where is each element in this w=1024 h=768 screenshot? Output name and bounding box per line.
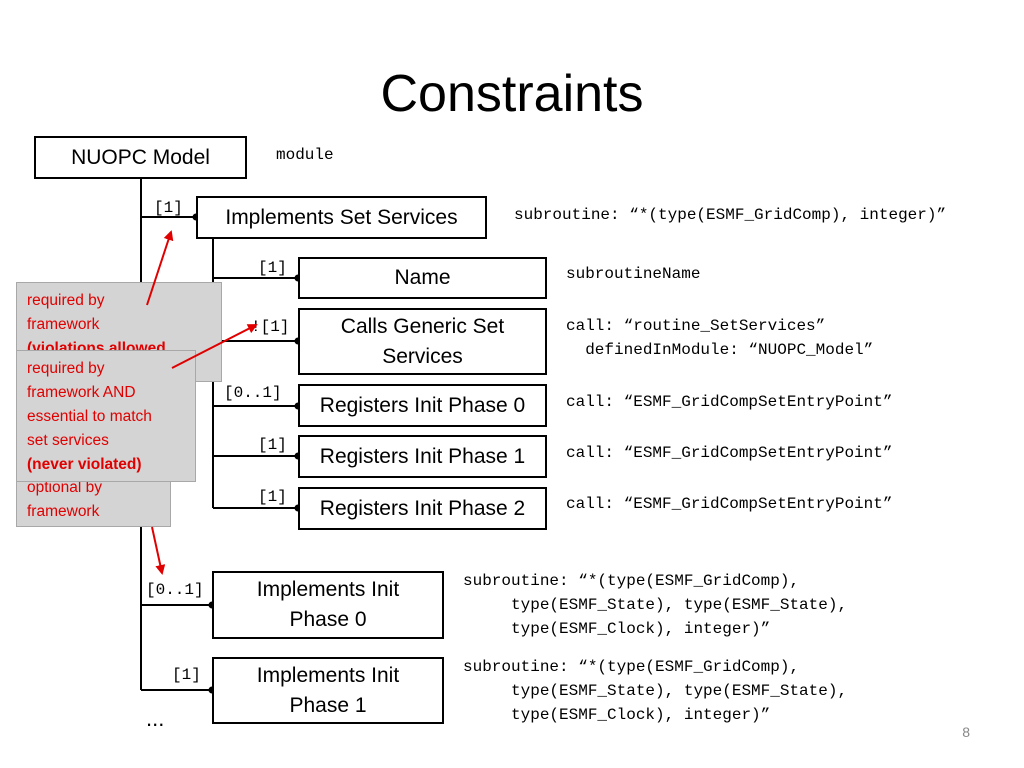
- mult-init-phase-1: [1]: [258, 436, 287, 454]
- node-implements-init-0-label-1: Implements Init: [256, 578, 400, 601]
- spec-registers-init-phase-0: call: “ESMF_GridCompSetEntryPoint”: [566, 393, 893, 411]
- arrow-required-to-set-services: [146, 230, 174, 306]
- legend-required-line1: required by: [27, 292, 105, 309]
- legend-optional-line1: optional by: [27, 479, 102, 496]
- node-name-label: Name: [394, 266, 451, 289]
- node-implements-init-0-label-2: Phase 0: [289, 608, 367, 631]
- spec-implements-init-1-1: subroutine: “*(type(ESMF_GridComp),: [463, 658, 800, 676]
- node-implements-set-services-label: Implements Set Services: [225, 205, 458, 229]
- slide-title: Constraints: [380, 65, 644, 123]
- node-registers-init-phase-2: Registers Init Phase 2: [298, 487, 547, 530]
- node-implements-init-1-label-2: Phase 1: [289, 693, 367, 717]
- spec-calls-generic-2: definedInModule: “NUOPC_Model”: [566, 341, 874, 359]
- spec-implements-init-1-2: type(ESMF_State), type(ESMF_State),: [463, 682, 848, 700]
- legend-essential-line4: set services: [27, 432, 109, 449]
- node-registers-init-phase-0: Registers Init Phase 0: [298, 384, 547, 427]
- mult-init-phase-0: [0..1]: [224, 384, 282, 402]
- mult-set-services: [1]: [154, 199, 183, 217]
- page-number: 8: [962, 724, 970, 740]
- spec-registers-init-phase-1: call: “ESMF_GridCompSetEntryPoint”: [566, 444, 893, 462]
- legend-essential-line5: (never violated): [27, 456, 142, 473]
- mult-implements-init-0: [0..1]: [146, 581, 204, 599]
- spec-calls-generic-1: call: “routine_SetServices”: [566, 317, 826, 335]
- node-nuopc-model: NUOPC Model: [34, 136, 247, 179]
- mult-implements-init-1: [1]: [172, 666, 201, 684]
- root-kind: module: [276, 146, 334, 164]
- node-registers-init-phase-0-label: Registers Init Phase 0: [319, 393, 526, 417]
- legend-required-line2: framework: [27, 316, 100, 333]
- spec-implements-init-0-1: subroutine: “*(type(ESMF_GridComp),: [463, 572, 800, 590]
- legend-card-required-essential: required by framework AND essential to m…: [16, 350, 196, 482]
- spec-set-services: subroutine: “*(type(ESMF_GridComp), inte…: [514, 206, 947, 224]
- arrow-essential-to-calls-generic: [171, 324, 258, 369]
- ellipsis: ...: [146, 706, 165, 731]
- node-implements-init-phase-0: Implements Init Phase 0: [212, 571, 444, 639]
- spec-registers-init-phase-2: call: “ESMF_GridCompSetEntryPoint”: [566, 495, 893, 513]
- node-calls-generic-set-services: Calls Generic Set Services: [298, 308, 547, 375]
- node-registers-init-phase-2-label: Registers Init Phase 2: [319, 496, 526, 520]
- node-calls-generic-label-2: Services: [382, 344, 463, 368]
- node-name: Name: [298, 257, 547, 299]
- legend-optional-line2: framework: [27, 503, 100, 520]
- legend-essential-line1: required by: [27, 360, 105, 377]
- node-nuopc-model-label: NUOPC Model: [71, 145, 210, 169]
- legend-essential-line3: essential to match: [27, 408, 152, 425]
- legend-essential-line2: framework AND: [27, 384, 136, 401]
- mult-init-phase-2: [1]: [258, 488, 287, 506]
- spec-implements-init-1-3: type(ESMF_Clock), integer)”: [463, 706, 771, 724]
- node-implements-init-phase-1: Implements Init Phase 1: [212, 657, 444, 724]
- node-registers-init-phase-1: Registers Init Phase 1: [298, 435, 547, 478]
- mult-calls-generic: ![1]: [251, 318, 290, 336]
- mult-name: [1]: [258, 259, 287, 277]
- spec-implements-init-0-3: type(ESMF_Clock), integer)”: [463, 620, 771, 638]
- node-registers-init-phase-1-label: Registers Init Phase 1: [319, 444, 526, 468]
- node-implements-set-services: Implements Set Services: [196, 196, 487, 239]
- node-calls-generic-label-1: Calls Generic Set: [340, 314, 505, 338]
- spec-name: subroutineName: [566, 265, 701, 283]
- arrow-optional-to-init-phase-0: [151, 526, 166, 575]
- node-implements-init-1-label-1: Implements Init: [256, 663, 400, 687]
- spec-implements-init-0-2: type(ESMF_State), type(ESMF_State),: [463, 596, 848, 614]
